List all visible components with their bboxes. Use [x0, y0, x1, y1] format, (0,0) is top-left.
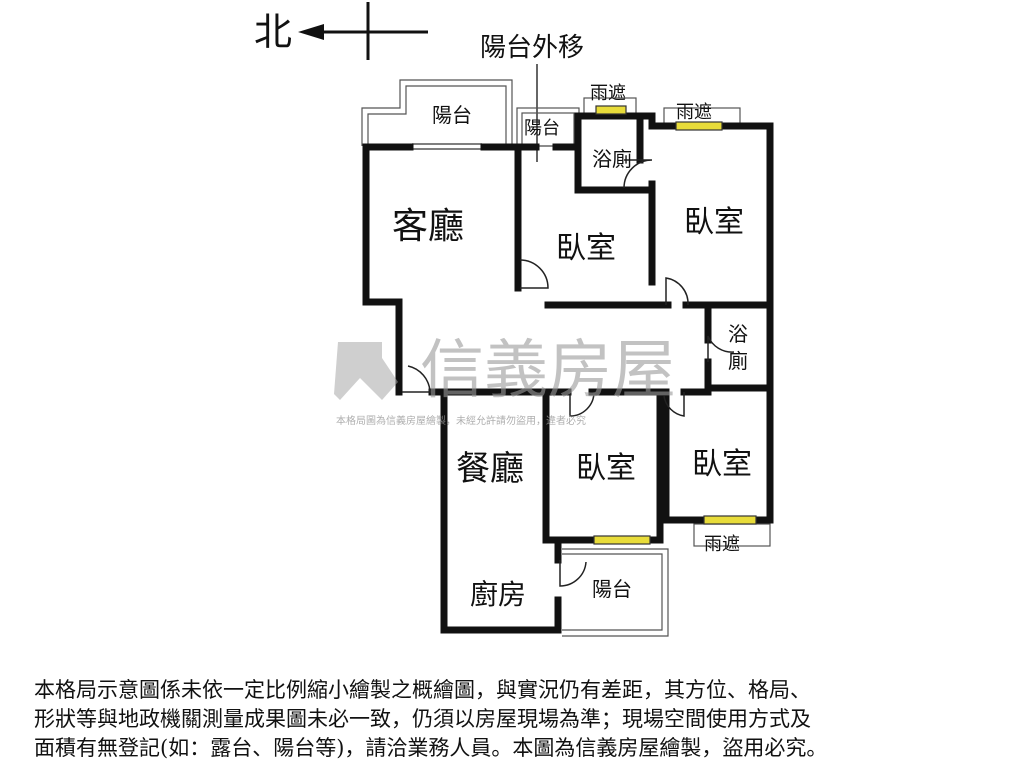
door-bedroom-ne [665, 277, 689, 306]
door-swings [402, 159, 735, 587]
watermark-brand: 信義房屋 [420, 334, 676, 408]
room-bedroom-center: 臥室 [556, 231, 616, 266]
room-bath-top: 浴廁 [592, 147, 632, 171]
balcony-top-left-outline [361, 79, 513, 146]
wall-west-upper [362, 143, 403, 396]
window-bath-top [595, 105, 627, 115]
wall-bath-bottom [574, 143, 656, 194]
north-label: 北 [254, 10, 292, 54]
window-bedroom-ne [675, 121, 723, 131]
awning-1: 雨遮 [590, 83, 626, 104]
balcony-top-small-inner [521, 112, 575, 147]
room-bedroom-ne: 臥室 [684, 205, 744, 240]
awning-3: 雨遮 [704, 534, 740, 555]
room-bedroom-right: 臥室 [692, 447, 752, 482]
door-bath-top [623, 159, 653, 189]
balcony-top-left: 陽台 [432, 103, 472, 127]
living-sliding-door [412, 143, 482, 150]
room-bath-right-2: 廁 [728, 349, 748, 373]
door-bedroom-right [663, 392, 685, 417]
north-arrow-icon [298, 24, 324, 40]
door-bedroom-center [519, 259, 549, 289]
balcony-moved-annotation: 陽台外移 [480, 33, 584, 63]
brand-logo-icon [334, 342, 398, 400]
room-labels: 客廳 臥室 臥室 餐廳 臥室 臥室 廚房 浴廁 浴 廁 陽台 陽台 陽台 雨遮 … [392, 83, 752, 611]
watermark-notice: 本格局圖為信義房屋繪製，未經允許請勿盜用，違者必究 [336, 414, 586, 427]
windows [593, 105, 757, 545]
door-kitchen-balcony [559, 560, 587, 587]
balcony-bottom: 陽台 [592, 577, 632, 601]
balcony-bottom-outline [562, 548, 669, 637]
balcony-top-left-inner [367, 85, 507, 146]
wall-bath-top [574, 112, 644, 164]
balcony-top-small: 陽台 [524, 118, 560, 139]
disclaimer-line-3: 面積有無登記(如：露台、陽台等)，請洽業務人員。本圖為信義房屋繪製，盜用必究。 [34, 736, 828, 760]
floor-plan: 北 陽台外移 [254, 2, 774, 637]
window-bedroom-lower [593, 535, 651, 545]
room-living: 客廳 [392, 206, 464, 247]
wall-ne-bedroom [636, 112, 774, 396]
balcony-bottom-inner [562, 553, 663, 631]
door-dining [402, 365, 431, 393]
watermark: 信義房屋 本格局圖為信義房屋繪製，未經允許請勿盜用，違者必究 [334, 334, 676, 427]
door-bedroom-lower [569, 391, 595, 417]
disclaimer-line-2: 形狀等與地政機關測量成果圖未必一致，仍須以房屋現場為準；現場空間使用方式及 [34, 707, 811, 731]
walls [362, 112, 774, 634]
door-bath-right [707, 335, 735, 362]
room-bath-right-1: 浴 [728, 322, 748, 346]
compass: 北 [254, 2, 428, 60]
room-dining: 餐廳 [456, 449, 524, 489]
awning-2: 雨遮 [676, 102, 712, 123]
disclaimer-line-1: 本格局示意圖係未依一定比例縮小繪製之概繪圖，與實況仍有差距，其方位、格局、 [34, 678, 811, 702]
room-bedroom-lower: 臥室 [576, 451, 636, 486]
window-bedroom-right [703, 515, 757, 525]
wall-dining-kitchen [440, 388, 562, 634]
disclaimer: 本格局示意圖係未依一定比例縮小繪製之概繪圖，與實況仍有差距，其方位、格局、 形狀… [34, 676, 994, 763]
room-kitchen: 廚房 [470, 578, 526, 611]
